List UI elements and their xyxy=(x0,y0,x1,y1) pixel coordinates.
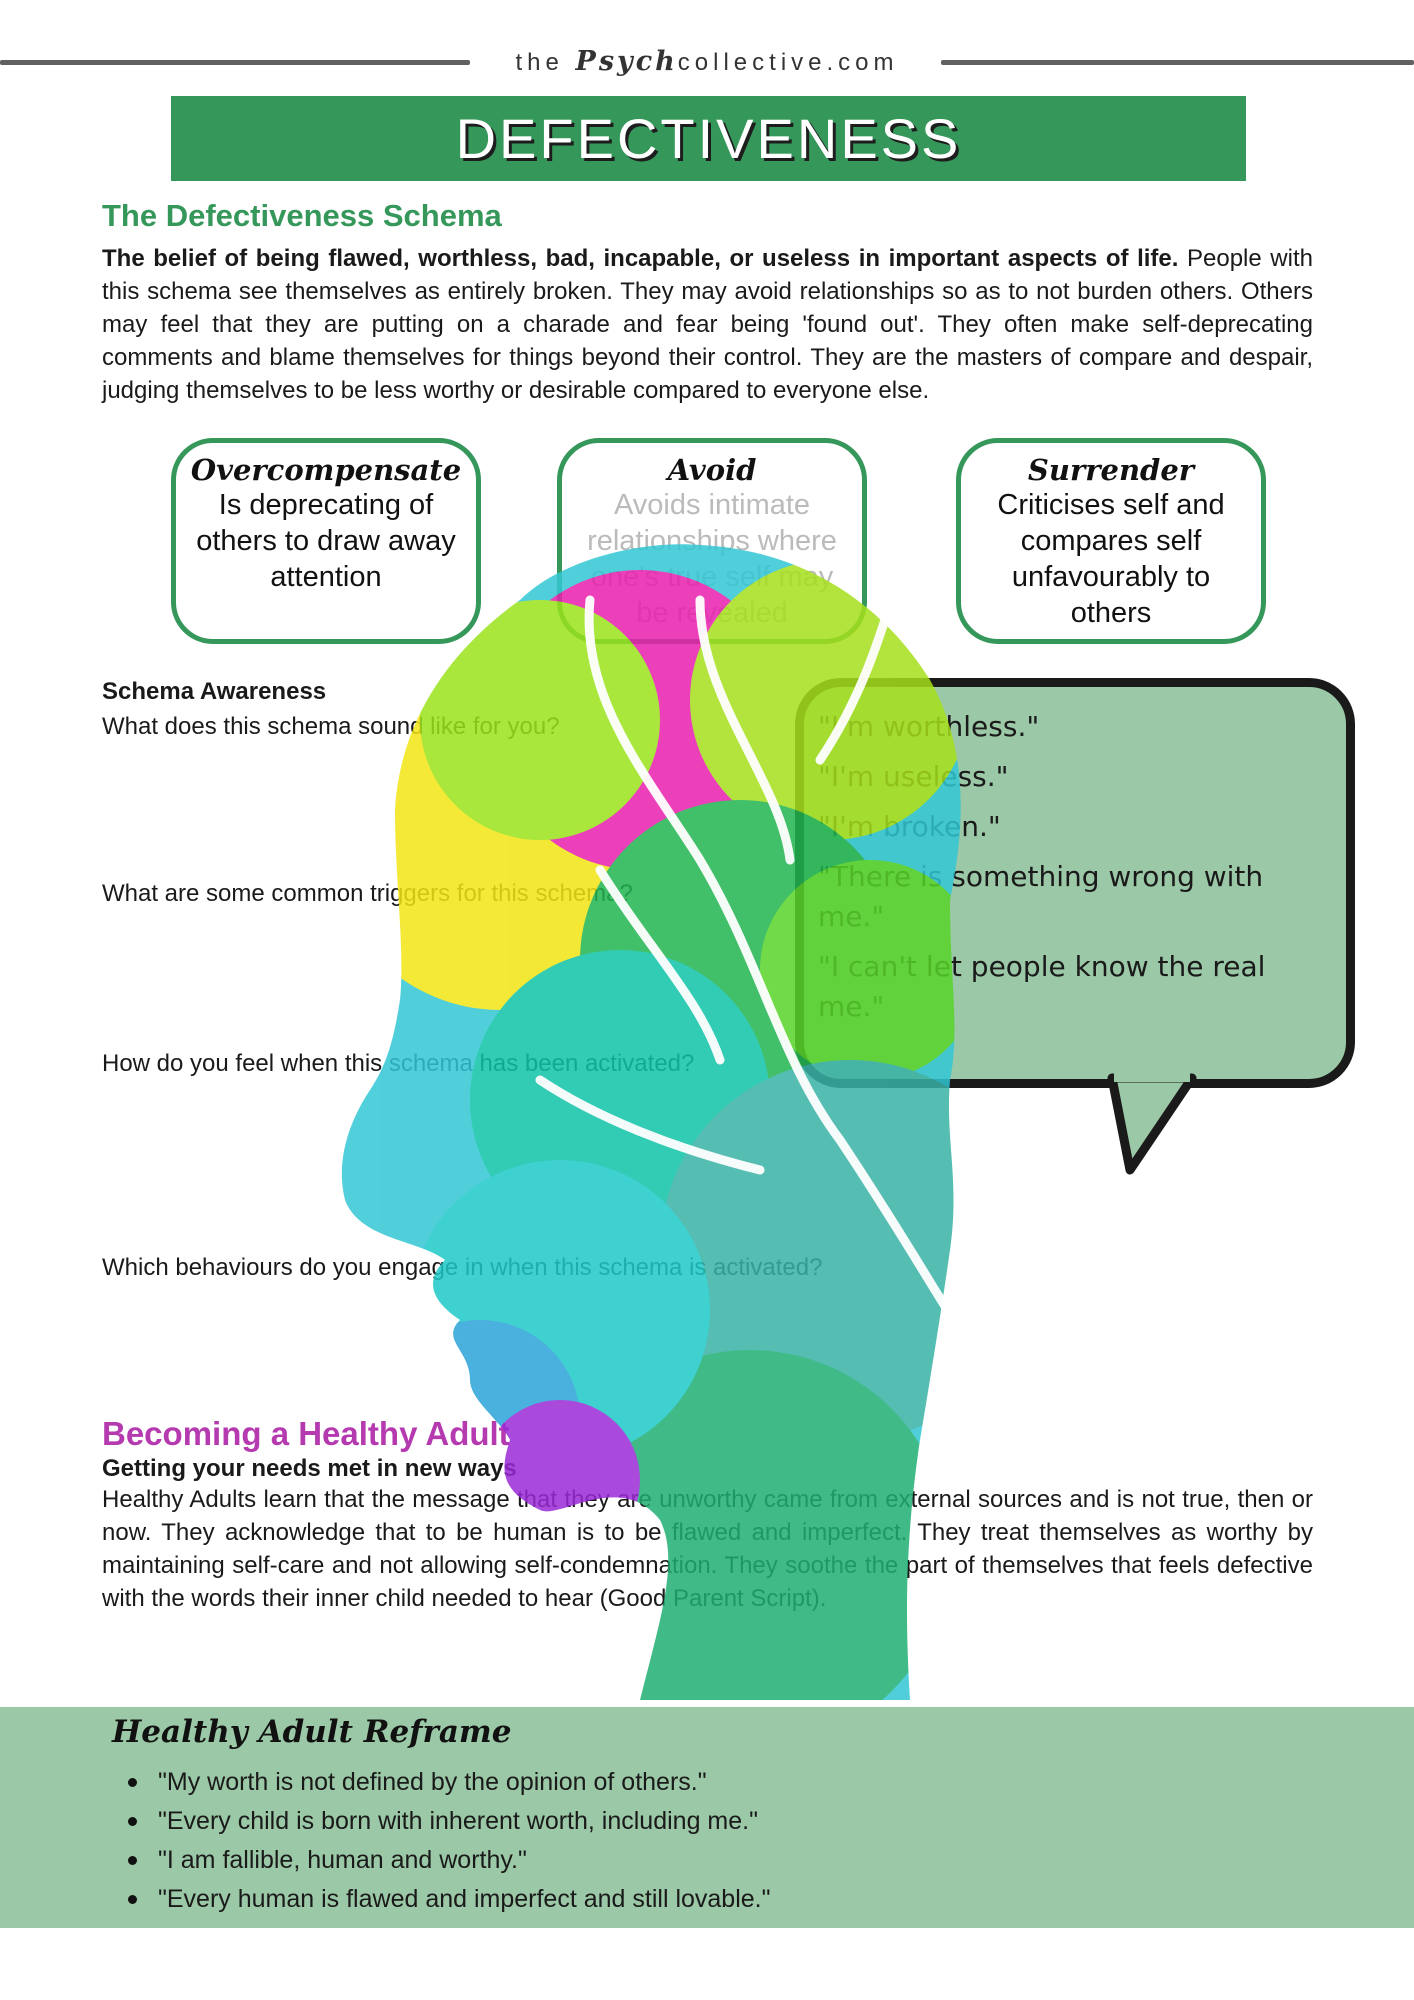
coping-title-overcompensate: Overcompensate xyxy=(190,453,462,487)
bubble-line-5: "I can't let people know the real me." xyxy=(818,950,1266,1023)
reframe-item: "I am fallible, human and worthy." xyxy=(128,1841,771,1880)
brand-collective: collective.com xyxy=(677,49,899,76)
speech-bubble-text: "I'm worthless." "I'm useless." "I'm bro… xyxy=(818,702,1338,1027)
bubble-line-2: "I'm useless." xyxy=(818,760,1009,793)
awareness-question-3: How do you feel when this schema has bee… xyxy=(102,1050,695,1077)
awareness-question-2: What are some common triggers for this s… xyxy=(102,880,633,907)
title-banner: DEFECTIVENESS xyxy=(171,96,1246,181)
brand-psych: Psych xyxy=(575,46,678,77)
coping-box-overcompensate: Overcompensate Is deprecating of others … xyxy=(171,438,481,644)
reframe-item: "My worth is not defined by the opinion … xyxy=(128,1763,771,1802)
reframe-item: "Every human is flawed and imperfect and… xyxy=(128,1880,771,1919)
awareness-question-4: Which behaviours do you engage in when t… xyxy=(102,1254,823,1281)
healthy-adult-body: Healthy Adults learn that the message th… xyxy=(102,1486,1313,1612)
header-rule-left xyxy=(0,60,470,65)
schema-body: People with this schema see themselves a… xyxy=(102,245,1313,404)
bubble-line-3: "I'm broken." xyxy=(818,810,1001,843)
healthy-adult-subheading: Getting your needs met in new ways xyxy=(102,1455,517,1482)
bubble-line-1: "I'm worthless." xyxy=(818,710,1040,743)
coping-box-surrender: Surrender Criticises self and compares s… xyxy=(956,438,1266,644)
speech-bubble-tail xyxy=(1107,1070,1197,1175)
reframe-heading: Healthy Adult Reframe xyxy=(112,1714,512,1750)
awareness-question-1: What does this schema sound like for you… xyxy=(102,713,560,740)
coping-box-avoid: Avoid Avoids intimate relationships wher… xyxy=(557,438,867,644)
coping-title-surrender: Surrender xyxy=(1027,453,1195,487)
bubble-line-4: "There is something wrong with me." xyxy=(818,860,1264,933)
reframe-list: "My worth is not defined by the opinion … xyxy=(128,1763,771,1919)
coping-text-avoid: Avoids intimate relationships where one'… xyxy=(587,489,837,629)
reframe-item: "Every child is born with inherent worth… xyxy=(128,1802,771,1841)
header-rule-right xyxy=(941,60,1414,65)
schema-description: The belief of being flawed, worthless, b… xyxy=(102,242,1313,407)
awareness-heading: Schema Awareness xyxy=(102,678,327,705)
coping-title-avoid: Avoid xyxy=(667,453,757,487)
coping-text-overcompensate: Is deprecating of others to draw away at… xyxy=(196,489,456,593)
schema-lead: The belief of being flawed, worthless, b… xyxy=(102,245,1179,272)
brand-the: the xyxy=(515,49,564,76)
brand-wordmark[interactable]: the Psychcollective.com xyxy=(0,46,1414,77)
healthy-adult-heading: Becoming a Healthy Adult xyxy=(102,1415,510,1452)
coping-text-surrender: Criticises self and compares self unfavo… xyxy=(997,489,1225,629)
page-title: DEFECTIVENESS xyxy=(455,107,962,170)
reframe-panel xyxy=(0,1707,1414,1928)
schema-heading: The Defectiveness Schema xyxy=(102,198,502,233)
